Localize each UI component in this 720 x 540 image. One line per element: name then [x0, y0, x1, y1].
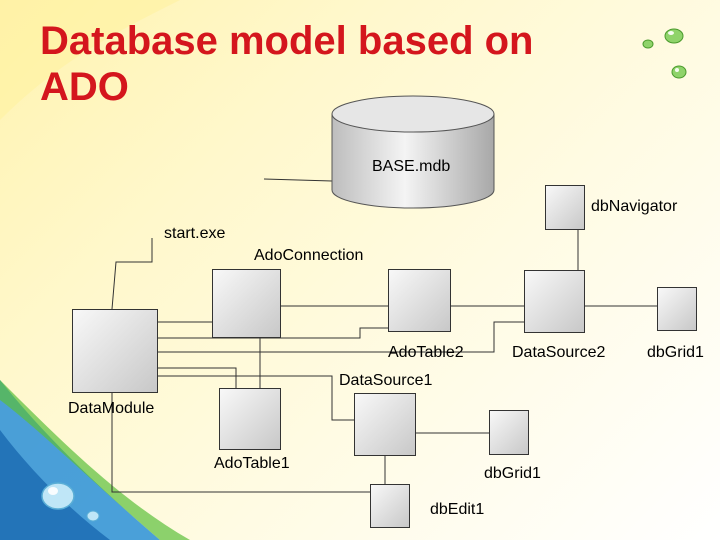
connector	[158, 367, 237, 388]
ado-table1-box	[219, 388, 281, 450]
db-navigator-label: dbNavigator	[591, 198, 678, 215]
data-module-box	[72, 309, 158, 393]
connector	[263, 178, 333, 182]
connector	[158, 375, 354, 421]
data-source1-label: DataSource1	[339, 372, 433, 389]
start-exe-label: start.exe	[164, 225, 226, 242]
data-source2-label: DataSource2	[512, 344, 606, 361]
db-edit1-label: dbEdit1	[430, 501, 485, 518]
db-navigator-box	[545, 185, 585, 230]
leaf-icon	[642, 28, 687, 79]
data-source1-box	[354, 393, 416, 456]
database-label: BASE.mdb	[372, 158, 451, 175]
connector	[111, 365, 370, 493]
ado-table2-label: AdoTable2	[388, 344, 464, 361]
db-grid1-bottom-box	[489, 410, 529, 455]
db-grid1-top-label: dbGrid1	[647, 344, 704, 361]
data-source2-box	[524, 270, 585, 333]
ado-table1-label: AdoTable1	[214, 455, 290, 472]
db-grid1-top-box	[657, 287, 697, 331]
connector	[158, 327, 388, 339]
water-drop-icon	[41, 482, 100, 522]
connector	[111, 238, 153, 310]
connector	[158, 321, 524, 353]
ado-connection-label: AdoConnection	[254, 247, 364, 264]
ado-connection-box	[212, 269, 281, 338]
slide-title: Database model based on ADO	[40, 19, 534, 109]
data-module-label: DataModule	[68, 400, 155, 417]
ado-table2-box	[388, 269, 451, 332]
db-grid1-bottom-label: dbGrid1	[484, 465, 541, 482]
db-edit1-box	[370, 484, 410, 528]
